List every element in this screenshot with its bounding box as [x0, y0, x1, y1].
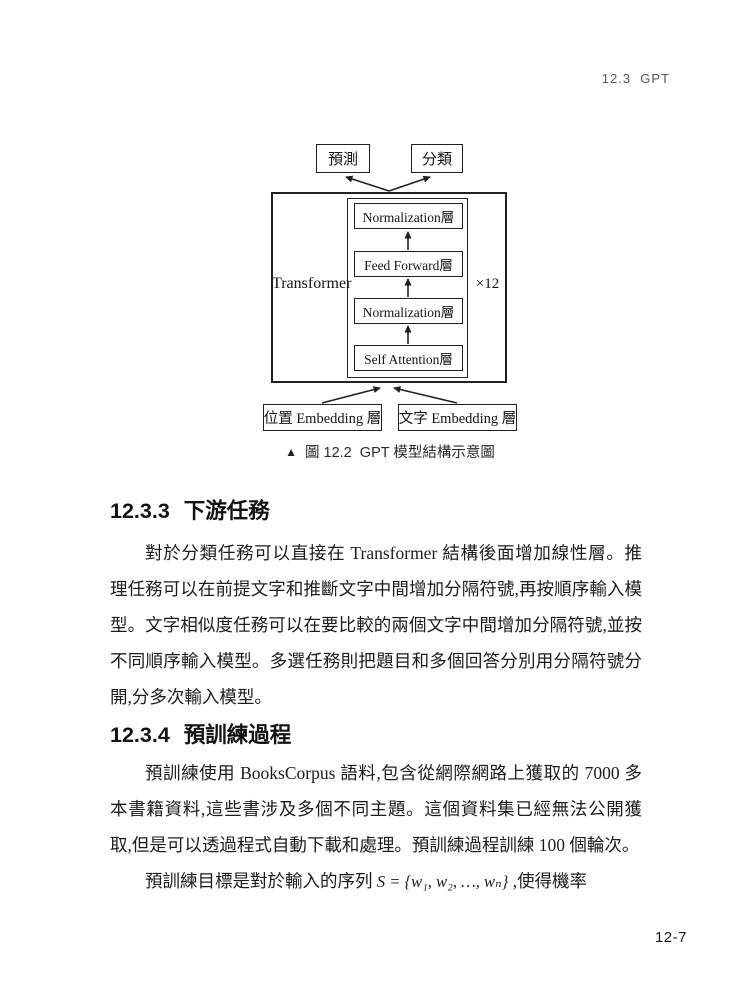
- section-heading-pretraining-process: 12.3.4 預訓練過程: [110, 718, 291, 749]
- layer-stack-box: [347, 198, 468, 378]
- figure-caption-text: 圖 12.2 GPT 模型結構示意圖: [305, 445, 495, 461]
- paragraph-pretraining: 預訓練使用 BooksCorpus 語料,包含從網際網路上獲取的 7000 多本…: [110, 763, 642, 855]
- section-number: 12.3.4: [110, 723, 170, 747]
- text-embedding-box: 文字 Embedding 層: [398, 404, 517, 431]
- section-title: 下游任務: [183, 499, 270, 523]
- page-number: 12-7: [654, 929, 687, 946]
- formula-prefix-text: 預訓練目標是對於輸入的序列: [145, 871, 377, 891]
- prediction-box: 預測: [316, 144, 370, 173]
- sequence-formula: S = {w₁, w₂, …, wₙ}: [376, 872, 509, 891]
- arrow-to-classification: [388, 175, 431, 192]
- arrow-from-text-embedding: [393, 386, 458, 404]
- self-attention-layer-box: Self Attention層: [354, 345, 463, 371]
- arrow-to-prediction: [345, 175, 390, 192]
- figure-caption: ▲ 圖 12.2 GPT 模型結構示意圖: [285, 441, 495, 462]
- transformer-box: [271, 192, 507, 383]
- formula-suffix-text: ,使得機率: [508, 871, 588, 891]
- normalization-layer-box-bottom: Normalization層: [354, 298, 463, 324]
- classification-box: 分類: [411, 144, 463, 173]
- running-header: 12.3 GPT: [601, 71, 670, 86]
- paragraph-pretraining-objective: 預訓練目標是對於輸入的序列 S = {w₁, w₂, …, wₙ} ,使得機率: [110, 863, 642, 900]
- transformer-label: Transformer: [272, 275, 352, 292]
- position-embedding-box: 位置 Embedding 層: [263, 404, 382, 431]
- arrow-from-position-embedding: [321, 386, 381, 404]
- section-number: 12.3.3: [110, 499, 170, 523]
- feed-forward-layer-box: Feed Forward層: [354, 251, 463, 277]
- repeat-multiplier-label: ×12: [475, 276, 500, 292]
- caption-triangle-icon: ▲: [285, 444, 297, 459]
- section-heading-downstream-tasks: 12.3.3 下游任務: [110, 494, 270, 525]
- diagram-arrows: [321, 175, 458, 404]
- section-title: 預訓練過程: [183, 723, 292, 747]
- normalization-layer-box-top: Normalization層: [354, 203, 463, 229]
- paragraph-downstream-tasks: 對於分類任務可以直接在 Transformer 結構後面增加線性層。推理任務可以…: [110, 543, 642, 707]
